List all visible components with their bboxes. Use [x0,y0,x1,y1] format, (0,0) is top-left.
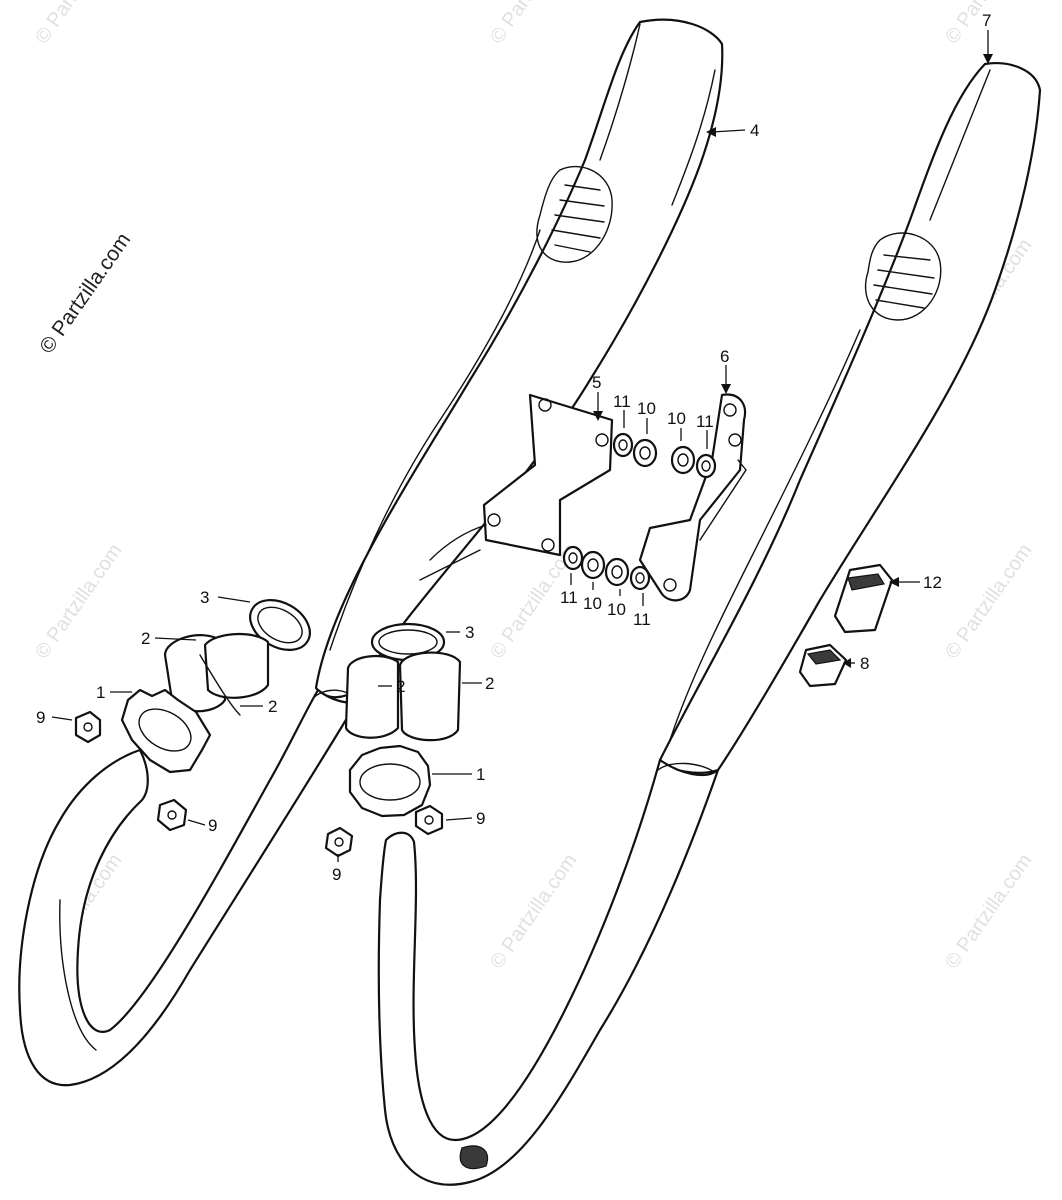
callout-7: 7 [982,11,991,30]
callout-11: 11 [560,588,578,607]
callout-12: 12 [923,573,942,592]
callout-10: 10 [607,600,626,619]
nut-9-b [156,798,188,832]
washers-nuts-upper [612,432,717,479]
callout-5: 5 [592,373,601,392]
left-exhaust-pipe [18,688,360,1087]
callout-3: 3 [200,588,209,607]
watermark-text: © Partzilla.com [941,850,1036,973]
collar-2-right [344,651,462,742]
nut-9-c [414,804,444,836]
callout-1: 1 [476,765,485,784]
callout-9: 9 [476,809,485,828]
callout-2: 2 [141,629,150,648]
callout-11: 11 [613,392,631,411]
callout-2: 2 [268,697,277,716]
callout-9: 9 [332,865,341,884]
callout-10: 10 [583,594,602,613]
lock-nut-1-left [120,688,212,774]
watermark-text: © Partzilla.com [941,540,1036,663]
left-muffler [314,18,724,699]
callout-11: 11 [696,412,714,431]
callout-11: 11 [633,610,651,629]
watermark-text: © Partzilla.com [486,850,581,973]
callout-8: 8 [860,654,869,673]
washers-nuts-lower [562,545,651,591]
callout-1: 1 [96,683,105,702]
mount-bracket-5 [419,393,614,581]
callout-9: 9 [36,708,45,727]
callout-10: 10 [667,409,686,428]
leader-lines [51,30,993,862]
right-exhaust-pipe [377,758,720,1186]
nut-9-d [324,826,354,858]
nut-9-a [74,710,102,744]
callout-2: 2 [485,674,494,693]
rubber-8 [798,643,848,688]
callout-10: 10 [637,399,656,418]
watermark-text: © Partzilla.com [486,0,581,48]
callout-2: 2 [396,677,405,696]
callout-3: 3 [465,623,474,642]
callout-9: 9 [208,816,217,835]
collar-2-left [163,632,270,716]
watermark-main: © Partzilla.com [35,229,135,358]
rubber-12 [833,563,894,634]
mount-bracket-6 [638,393,747,602]
watermark-text: © Partzilla.com [31,0,126,48]
lock-nut-1-right [348,744,432,818]
callout-6: 6 [720,347,729,366]
callout-4: 4 [750,121,759,140]
callout-labels: 4 7 5 6 11 10 10 11 11 10 10 11 12 8 3 3… [36,11,991,884]
watermark-text: © Partzilla.com [31,540,126,663]
